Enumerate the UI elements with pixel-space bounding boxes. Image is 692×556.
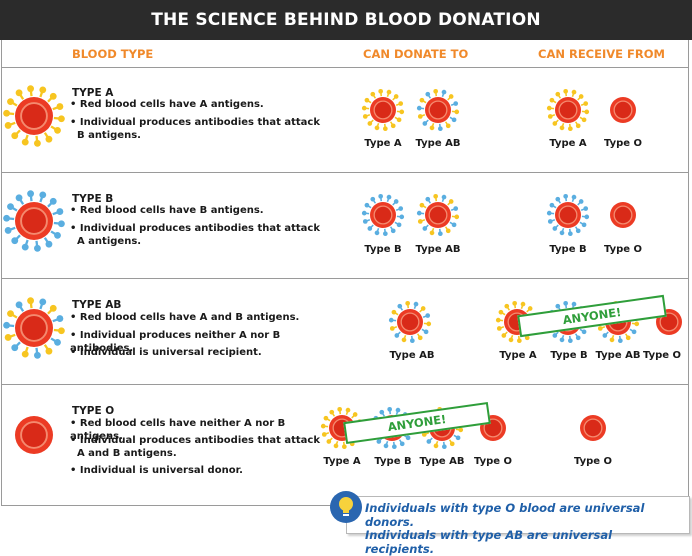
cell-icon	[389, 301, 431, 343]
cell-icon	[547, 89, 589, 131]
donate-label: Type O	[458, 456, 528, 467]
cell-type-ab-icon	[3, 297, 65, 359]
cell-icon	[547, 194, 589, 236]
donate-label: Type AB	[403, 138, 473, 149]
cell-icon	[417, 89, 459, 131]
note-line-2: Individuals with type AB are universal r…	[365, 529, 685, 556]
cell-icon	[580, 415, 606, 441]
receive-label: Type O	[588, 244, 658, 255]
cell-type-b-icon	[3, 190, 65, 252]
cell-icon	[610, 202, 636, 228]
lightbulb-icon	[330, 491, 362, 523]
info-note: Individuals with type O blood are univer…	[346, 496, 690, 534]
receive-label: Type O	[558, 456, 628, 467]
cell-icon	[362, 194, 404, 236]
cell-type-o-icon	[15, 416, 53, 454]
cell-icon	[610, 97, 636, 123]
donate-label: Type AB	[377, 350, 447, 361]
receive-label: Type O	[634, 350, 690, 361]
donate-label: Type AB	[403, 244, 473, 255]
cell-icon	[417, 194, 459, 236]
cell-icon	[362, 89, 404, 131]
receive-label: Type O	[588, 138, 658, 149]
note-line-1: Individuals with type O blood are univer…	[365, 502, 685, 529]
note-text: Individuals with type O blood are univer…	[365, 502, 685, 556]
cell-type-a-icon	[3, 85, 65, 147]
